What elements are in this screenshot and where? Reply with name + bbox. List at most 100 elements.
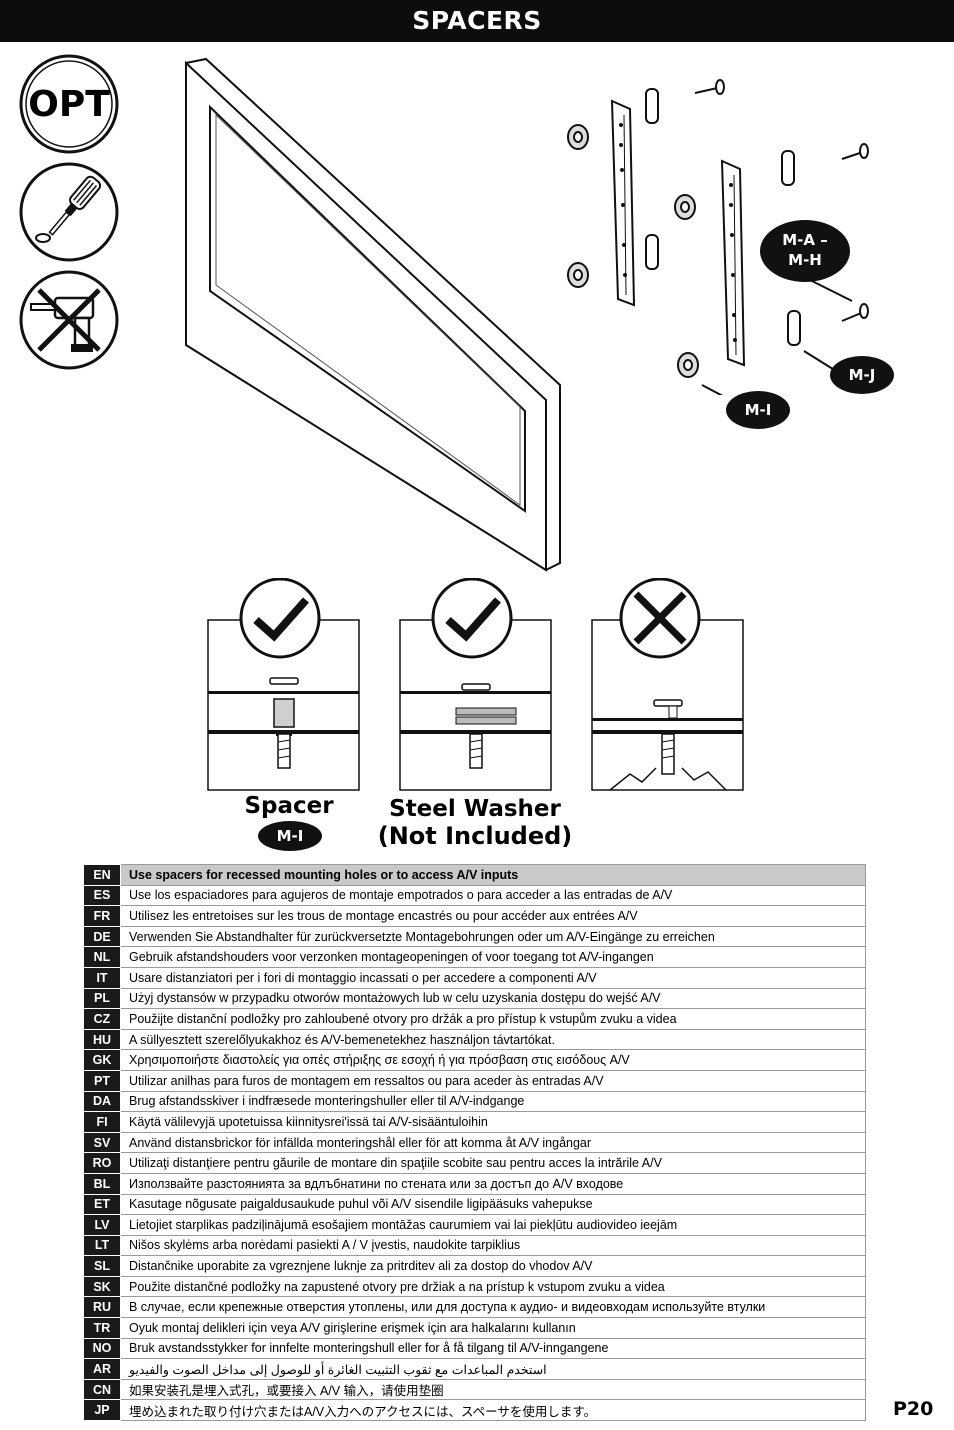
language-text: Käytä välilevyjä upotetuissa kiinnitysre… [120, 1111, 866, 1133]
language-text: Gebruik afstandshouders voor verzonken m… [120, 946, 866, 968]
language-code: LV [83, 1214, 121, 1236]
language-code: GK [83, 1049, 121, 1071]
spacer-caption: Spacer [244, 793, 334, 819]
optional-icon: OPT [19, 54, 119, 154]
language-code: DE [83, 925, 121, 948]
language-code: CN [83, 1378, 121, 1401]
language-text: Bruk avstandsstykker for innfelte monter… [120, 1337, 866, 1360]
language-text: Използвайте разстоянията за вдлъбнатини … [120, 1172, 866, 1195]
part-mh-label: M-H [788, 251, 822, 269]
language-code: HU [83, 1028, 121, 1051]
language-text: 如果安装孔是埋入式孔，或要接入 A/V 输入，请使用垫圈 [120, 1378, 866, 1401]
part-label-ma-mh: M-A – M-H [760, 220, 850, 282]
no-drill-icon [19, 270, 119, 370]
part-label-mi: M-I [726, 391, 790, 429]
language-text: Use spacers for recessed mounting holes … [120, 864, 866, 886]
language-text: Použijte distanční podložky pro zahloube… [120, 1008, 866, 1030]
language-code: RU [83, 1296, 121, 1319]
spacer-part-badge: M-I [258, 821, 322, 851]
check-icon [431, 578, 513, 659]
language-code: DA [83, 1090, 121, 1113]
washer-caption: Steel Washer [389, 796, 561, 822]
language-code: AR [83, 1358, 121, 1380]
hardware-illustration [567, 79, 869, 395]
language-text: 埋め込まれた取り付け穴またはA/V入力へのアクセスには、スペーサを使用します。 [120, 1399, 866, 1422]
language-text: Utilizar anilhas para furos de montagem … [120, 1069, 866, 1092]
language-code: TR [83, 1317, 121, 1339]
language-code: FR [83, 905, 121, 927]
language-text: Använd distansbrickor för infällda monte… [120, 1131, 866, 1154]
page-title: SPACERS [0, 0, 954, 42]
language-text: Użyj dystansów w przypadku otworów monta… [120, 987, 866, 1010]
language-code: RO [83, 1152, 121, 1174]
language-text: Distančnike uporabite za vgreznjene lukn… [120, 1255, 866, 1277]
part-ma-label: M-A – [782, 231, 828, 249]
language-text: Použite distančné podložky na zapustené … [120, 1275, 866, 1298]
language-code: CZ [83, 1008, 121, 1030]
language-text: Kasutage nõgusate paigaldusaukude puhul … [120, 1193, 866, 1216]
page-number: P20 [893, 1398, 934, 1420]
language-text: Verwenden Sie Abstandhalter für zurückve… [120, 925, 866, 948]
language-code: EN [83, 864, 121, 886]
language-code: SL [83, 1255, 121, 1277]
language-code: SV [83, 1131, 121, 1154]
language-code: ET [83, 1193, 121, 1216]
language-text: Brug afstandsskiver i indfræsede monteri… [120, 1090, 866, 1113]
language-code: IT [83, 966, 121, 989]
part-label-mj: M-J [830, 356, 894, 394]
check-icon [239, 578, 321, 659]
language-text: Oyuk montaj delikleri için veya A/V giri… [120, 1317, 866, 1339]
opt-label: OPT [28, 84, 110, 125]
washer-correct-diagram [399, 578, 552, 791]
language-text: Lietojiet starplikas padziļinājumā esoša… [120, 1214, 866, 1236]
spacer-correct-diagram [207, 578, 360, 791]
language-code: JP [83, 1399, 121, 1422]
mounting-bracket-right [720, 159, 746, 367]
language-code: NL [83, 946, 121, 968]
mounting-bracket-left [610, 99, 636, 307]
language-text: Utilizaţi distanţiere pentru găurile de … [120, 1152, 866, 1174]
incorrect-diagram [591, 578, 744, 791]
language-code: BL [83, 1172, 121, 1195]
language-code: NO [83, 1337, 121, 1360]
language-text: Utilisez les entretoises sur les trous d… [120, 905, 866, 927]
language-code: FI [83, 1111, 121, 1133]
language-text: استخدم المباعدات مع ثقوب التثبيت الغائرة… [120, 1358, 866, 1380]
language-code: ES [83, 884, 121, 907]
language-text: A süllyesztett szerelőlyukakhoz és A/V-b… [120, 1028, 866, 1051]
tv-illustration [185, 57, 561, 572]
language-code: LT [83, 1234, 121, 1257]
language-text: Nišos skylėms arba norėdami pasiekti A /… [120, 1234, 866, 1257]
screwdriver-icon [19, 162, 119, 262]
language-code: PL [83, 987, 121, 1010]
language-code: SK [83, 1275, 121, 1298]
language-text: В случае, если крепежные отверстия утопл… [120, 1296, 866, 1319]
not-included-caption: (Not Included) [377, 822, 573, 850]
language-text: Χρησιμοποιήστε διαστολείς για οπές στήρι… [120, 1049, 866, 1071]
language-text: Usare distanziatori per i fori di montag… [120, 966, 866, 989]
